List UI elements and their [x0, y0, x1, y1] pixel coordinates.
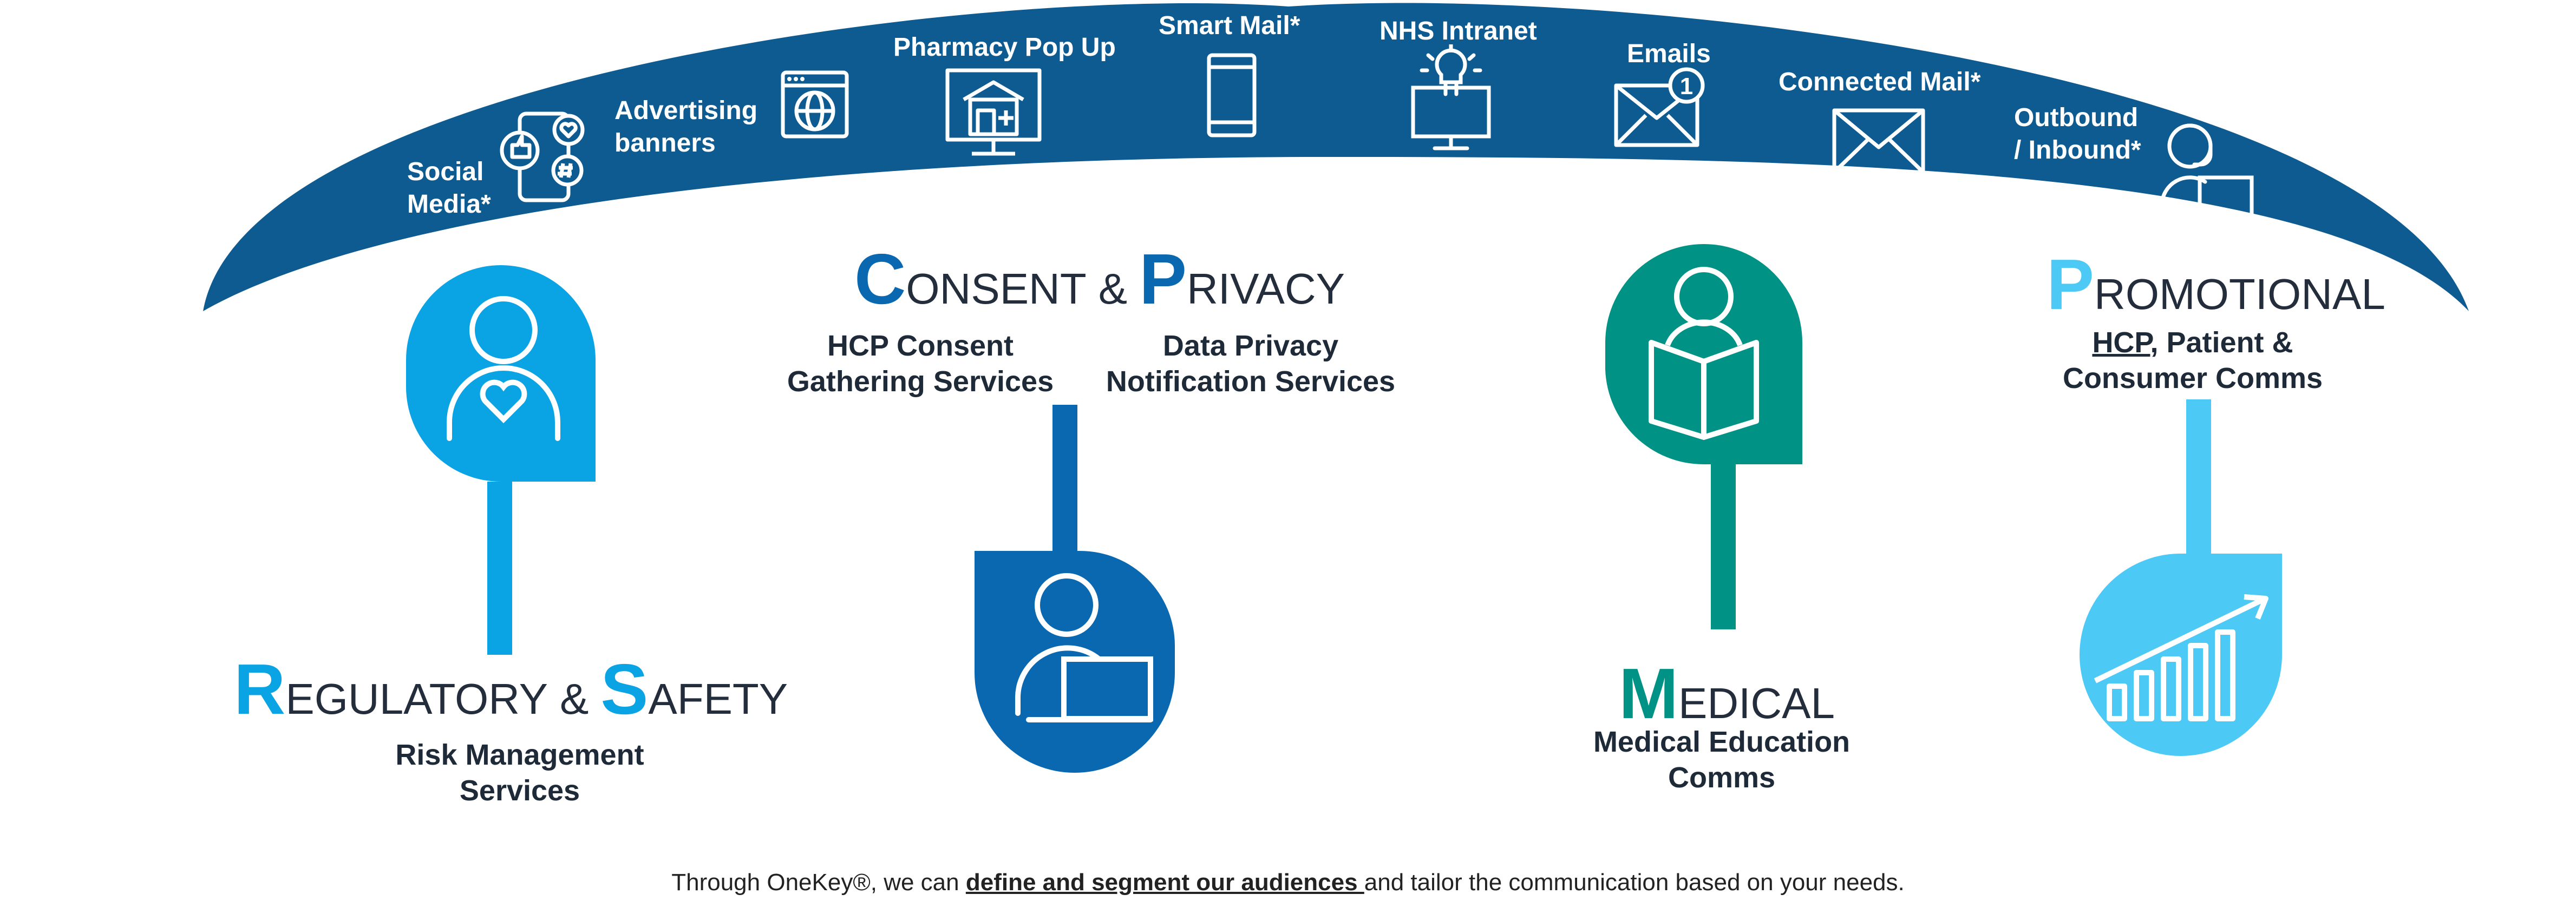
growth-chart-icon [2094, 594, 2268, 721]
channel-label-advertising-banners: Advertising banners [614, 96, 758, 157]
promotional-subtitle-rest: , Patient & Consumer Comms [2062, 326, 2323, 394]
consent-pin [975, 405, 1175, 773]
footer-text: Through OneKey®, we can define and segme… [0, 869, 2576, 896]
promotional-title: Promotional [2047, 245, 2385, 324]
footer-text-start: Through OneKey®, we can [671, 869, 966, 896]
channel-label-emails: Emails [1627, 40, 1711, 68]
smartphone-icon [1207, 53, 1257, 137]
regulatory-safety-title: Regulatory&Safety [234, 649, 788, 729]
envelope-icon [1832, 108, 1925, 174]
person-reading-book-icon [1649, 267, 1759, 440]
channel-label-nhs-intranet: NHS Intranet [1379, 17, 1537, 45]
arc-shape [203, 3, 2469, 311]
monitor-lightbulb-icon [1411, 44, 1491, 150]
person-heart-icon [447, 296, 560, 441]
consent-subtitle-left: HCP Consent Gathering Services [787, 330, 1054, 398]
medical-title: Medical [1619, 654, 1835, 733]
browser-globe-icon [781, 70, 849, 139]
medical-subtitle: Medical Education Comms [1593, 726, 1851, 794]
notification-count-glyph: 1 [1680, 73, 1693, 100]
consent-privacy-title: Consent&Privacy [854, 239, 1345, 319]
footer-text-end: and tailor the communication based on yo… [1364, 869, 1905, 896]
channel-label-smart-mail: Smart Mail* [1159, 11, 1300, 40]
regulatory-pin [406, 265, 596, 655]
channels-arc-banner [203, 3, 2469, 311]
promotional-subtitle: HCP, Patient & Consumer Comms [2019, 325, 2366, 396]
channel-label-pharmacy-pop-up: Pharmacy Pop Up [893, 33, 1116, 62]
call-agent-icon [2160, 123, 2254, 224]
channel-label-connected-mail: Connected Mail* [1779, 68, 1981, 96]
social-media-phone-icon [500, 111, 585, 202]
channel-label-social-media: Social Media* [407, 157, 491, 219]
medical-pin [1605, 244, 1802, 629]
regulatory-subtitle: Risk Management Services [395, 739, 644, 807]
channel-label-outbound-inbound: Outbound / Inbound* [2014, 103, 2141, 165]
consent-subtitle-right: Data Privacy Notification Services [1106, 330, 1396, 398]
email-notification-icon: 1 [1614, 67, 1705, 147]
promotional-pin [2080, 399, 2282, 756]
pharmacy-store-icon [945, 68, 1042, 156]
promotional-subtitle-hcp: HCP [2092, 326, 2150, 359]
footer-text-emphasis: define and segment our audiences [965, 869, 1364, 896]
person-laptop-icon [1015, 573, 1153, 722]
